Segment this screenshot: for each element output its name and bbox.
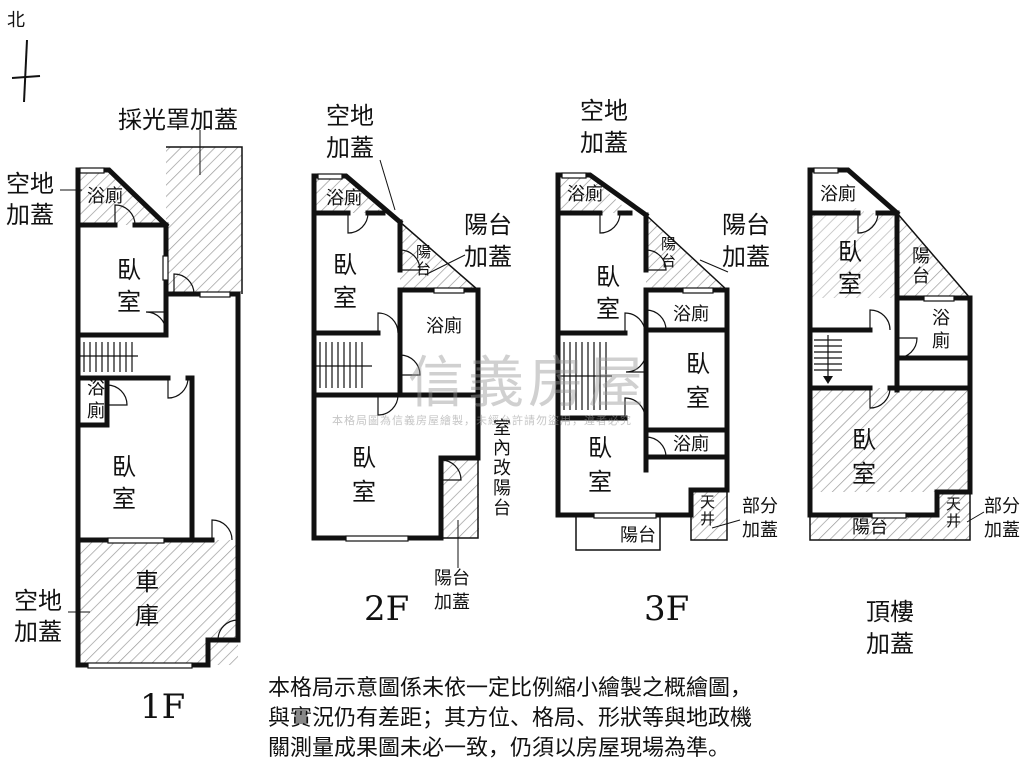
f1-bedroom-top-l1: 臥 [117,256,141,284]
f2-bedroom-top-l2: 室 [333,284,357,312]
f2-bedroom-main-l1: 臥 [352,444,376,472]
f1-bath-mid-l1: 浴 [87,378,105,399]
floor-2f-plan [311,159,481,568]
north-arrow-icon [11,39,41,103]
vacant-area-2f [314,176,383,213]
f2-vacant-top-l2: 加蓋 [326,134,374,162]
floor-roof-plan [807,167,985,541]
f1-bath-top: 浴廁 [87,186,123,207]
vacant-area-top [78,170,166,225]
watermark-brand: 信義房屋 [408,351,648,416]
f2-bath-top: 浴廁 [326,188,362,209]
roof-bath-right-l2: 廁 [932,331,950,352]
skylight-area [166,147,242,294]
bedroom-top-area-roof [810,208,897,330]
f1-bedroom-mid-l2: 室 [112,485,136,513]
floor-3f-plan [555,172,741,551]
f2-balcony-bottom-l1: 陽台 [434,568,470,589]
disclaimer: 本格局示意圖係未依一定比例縮小繪製之概繪圖， 與實況仍有差距；其方位、格局、形狀… [268,674,752,764]
f3-partial-add-l1: 部分 [742,496,778,517]
patio-area-roof [937,492,970,540]
f1-floor-label: 1F [140,687,186,727]
f2-vacant-top-l1: 空地 [326,102,374,130]
roof-partial-add-l1: 部分 [984,496,1020,517]
f2-bedroom-top-l1: 臥 [333,251,357,279]
f3-bedroom-right-l2: 室 [686,384,710,412]
patio-area-3f [691,490,727,540]
disclaimer-line-2: 與實況仍有差距；其方位、格局、形狀等與地政機 [268,706,753,731]
f2-bedroom-main-l2: 室 [352,478,376,506]
f3-bedroom-bottom-l1: 臥 [588,434,612,462]
f2-floor-label: 2F [364,589,410,629]
roof-bedroom-top-l2: 室 [838,270,862,298]
floor-1f-plan [60,130,243,669]
f1-vacant-top-l1: 空地 [6,170,54,198]
roof-bedroom-top-l1: 臥 [838,238,862,266]
roof-balcony: 陽台 [909,246,930,286]
north-label: 北 [7,10,25,31]
f3-vacant-top-l2: 加蓋 [580,129,628,157]
f1-garage-l1: 車 [135,568,159,596]
f1-bedroom-mid-l1: 臥 [112,453,136,481]
f3-balcony: 陽台 [659,236,677,270]
roof-bedroom-main-l1: 臥 [852,426,876,454]
interior-balcony-area [441,458,479,538]
watermark-notice: 本格局圖為信義房屋繪製，未經允許請勿盜用，違者必究 [332,414,632,427]
roof-partial-add-l2: 加蓋 [984,520,1020,541]
f1-vacant-garage-l1: 空地 [14,587,62,615]
roof-bath-right-l1: 浴 [932,308,950,329]
f2-interior-balcony: 室內改陽台 [490,418,511,518]
f1-vacant-top-l2: 加蓋 [6,201,54,229]
f2-balcony-bottom-l2: 加蓋 [434,592,470,613]
f1-garage-l2: 庫 [135,602,159,630]
garage-area [78,540,238,665]
f1-bedroom-top-l2: 室 [117,288,141,316]
roof-patio: 天井 [944,496,962,530]
disclaimer-line-1: 本格局示意圖係未依一定比例縮小繪製之概繪圖， [268,676,753,701]
vacant-area-3f [558,175,630,213]
f3-balcony-bottom: 陽台 [620,525,656,546]
f2-balcony-add-l1: 陽台 [464,211,512,239]
f3-bedroom-top-l1: 臥 [596,263,620,291]
bedroom-area-roof [810,388,970,515]
f3-floor-label: 3F [644,589,690,629]
roof-balcony-bottom: 陽台 [852,517,888,538]
f3-balcony-add-l2: 加蓋 [722,243,770,271]
f3-bath-right-top: 浴廁 [673,304,709,325]
roof-floor-label-l1: 頂樓 [866,598,914,626]
f2-balcony-add-l2: 加蓋 [464,243,512,271]
f3-patio: 天井 [698,494,716,528]
roof-floor-label-l2: 加蓋 [866,630,914,658]
balcony-bottom-roof [810,515,937,540]
roof-bedroom-main-l2: 室 [852,460,876,488]
f3-balcony-add-l1: 陽台 [722,211,770,239]
f1-skylight-label: 採光罩加蓋 [118,106,238,134]
f2-bath-right: 浴廁 [426,316,462,337]
f3-bath-top: 浴廁 [567,184,603,205]
f3-bedroom-bottom-l2: 室 [588,468,612,496]
f3-bath-right-bottom: 浴廁 [673,434,709,455]
disclaimer-line-3: 關測量成果圖未必一致，仍須以房屋現場為準。 [268,736,731,761]
f3-partial-add-l2: 加蓋 [742,520,778,541]
f3-bedroom-top-l2: 室 [596,295,620,323]
f2-balcony: 陽台 [414,244,432,278]
roof-bath-top: 浴廁 [820,184,856,205]
f3-bedroom-right-l1: 臥 [686,350,710,378]
f1-vacant-garage-l2: 加蓋 [14,618,62,646]
f3-vacant-top-l1: 空地 [580,97,628,125]
f1-bath-mid-l2: 廁 [87,401,105,422]
